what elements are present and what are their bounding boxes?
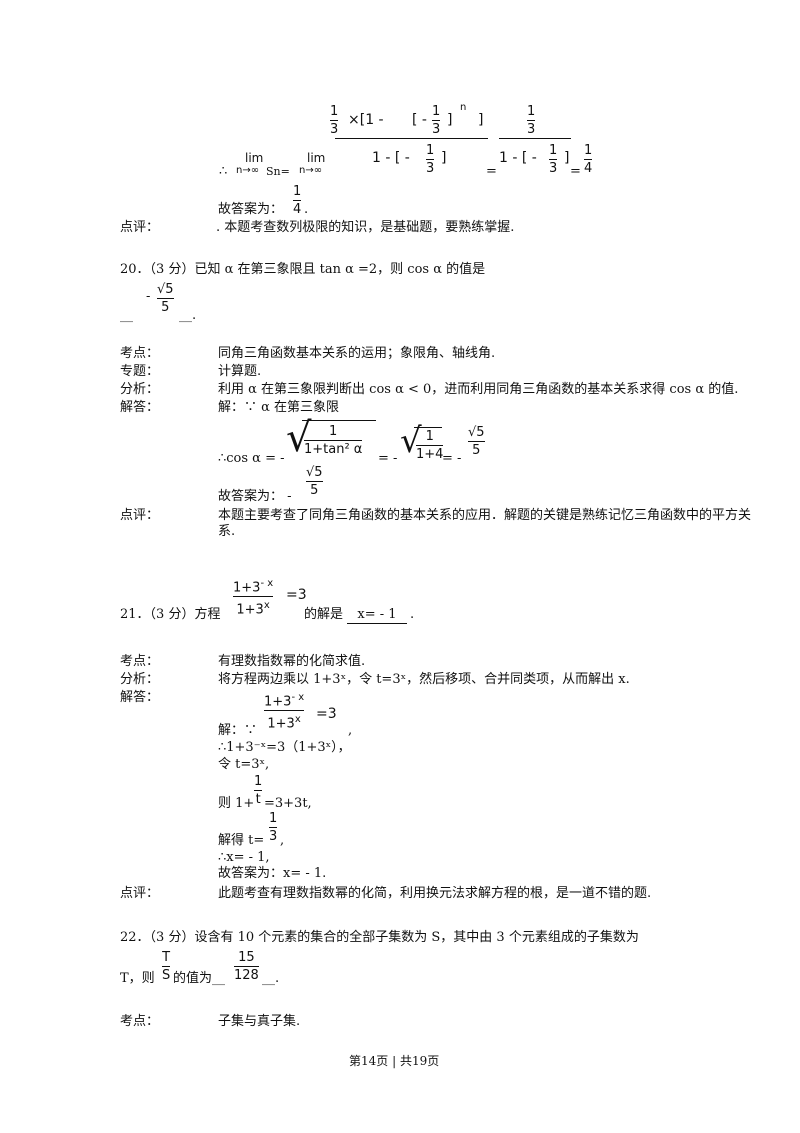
q20-comment-label: 点评： xyxy=(120,508,160,523)
q21-line6: ∴x= - 1, xyxy=(218,850,270,865)
q21-comment-label: 点评： xyxy=(120,886,160,901)
q21-equation-rhs: =3 xyxy=(286,587,307,603)
q20-eq-minus-2: = - xyxy=(442,451,462,466)
q22-line2-prefix: T，则 xyxy=(120,971,155,986)
q20-result-fraction: √5 5 xyxy=(468,425,485,458)
q21-solution-comma: , xyxy=(348,723,353,738)
row-text: 同角三角函数基本关系的运用；象限角、轴线角. xyxy=(218,346,496,361)
q21-stem-end: . xyxy=(410,607,415,622)
q20-answer-final-fraction: √5 5 xyxy=(306,465,323,498)
q20-comment-line1: 本题主要考查了同角三角函数的基本关系的应用．解题的关键是熟练记忆三角函数中的平方… xyxy=(218,508,752,523)
q21-stem-mid: 的解是 xyxy=(304,607,344,622)
q19-lim-1: lim xyxy=(245,151,264,165)
row-label: 解答： xyxy=(120,690,160,705)
q22-kaodian-label: 考点： xyxy=(120,1014,160,1029)
row-label: 考点： xyxy=(120,654,160,669)
q20-stem: 20．（3 分）已知 α 在第三象限且 tan α =2，则 cos α 的值是 xyxy=(120,262,486,277)
row-label: 分析： xyxy=(120,672,160,687)
q19-therefore: ∴ xyxy=(219,164,228,179)
q19-inner-bracket-open: [ - xyxy=(412,112,427,128)
q19-comment-text: . 本题考查数列极限的知识，是基础题，要熟练掌握. xyxy=(216,220,515,235)
q20-sqrt-overline-2 xyxy=(414,427,442,428)
row-text: 利用 α 在第三象限判断出 cos α < 0，进而利用同角三角函数的基本关系求… xyxy=(218,382,739,397)
q20-blank-right: __. xyxy=(179,308,197,323)
q19-equals-1: = xyxy=(486,164,497,179)
q19-answer-dot: . xyxy=(304,202,309,217)
q19-big-numerator-fraction: 1 3 xyxy=(330,104,339,137)
q20-sqrt-overline-1 xyxy=(302,420,376,421)
q20-eq-minus-1: = - xyxy=(378,451,398,466)
q20-answer-minus: - xyxy=(146,289,151,304)
q22-line2-end: __. xyxy=(262,971,280,986)
q19-sn-eq: Sn= xyxy=(266,165,290,178)
q19-answer-prefix: 故答案为： xyxy=(218,202,284,217)
q21-equation-fraction: 1+3- x 1+3x xyxy=(233,578,274,618)
q22-ts-fraction: T S xyxy=(162,950,171,983)
q21-line2: ∴1+3⁻ˣ=3（1+3ˣ）， xyxy=(218,740,351,755)
row-text: 解：∵ α 在第三象限 xyxy=(218,400,340,415)
q20-sqrt-fraction-2: 1 1+4 xyxy=(416,429,444,462)
q19-equals-2: = xyxy=(570,164,581,179)
q20-blank-left: __ xyxy=(120,308,133,323)
row-text: 有理数指数幂的化简求值. xyxy=(218,654,366,669)
q19-comment-label: 点评： xyxy=(120,220,160,235)
q19-lim-2-sub: n→∞ xyxy=(299,165,323,176)
row-label: 专题： xyxy=(120,364,160,379)
q21-solution-rhs: =3 xyxy=(316,706,337,722)
q19-result-fraction: 1 4 xyxy=(584,143,593,176)
q20-comment-line2: 系. xyxy=(218,524,236,539)
q19-inner-bracket-close: ] xyxy=(447,112,453,128)
q21-solution-fraction: 1+3- x 1+3x xyxy=(264,692,305,732)
q19-ratio-den-left: 1 - [ - xyxy=(499,150,537,166)
q22-kaodian-text: 子集与真子集. xyxy=(218,1014,301,1029)
q19-lim-1-sub: n→∞ xyxy=(236,165,260,176)
row-label: 分析： xyxy=(120,382,160,397)
q22-stem: 22．（3 分）设含有 10 个元素的集合的全部子集数为 S，其中由 3 个元素… xyxy=(120,930,639,945)
q21-sol-prefix: 解：∵ xyxy=(218,723,258,738)
q22-line2-mid: 的值为__ xyxy=(173,971,226,986)
q21-line4-prefix: 则 1+ xyxy=(218,796,255,811)
q21-line4-rest: =3+3t, xyxy=(264,796,312,811)
q20-answer-fraction: √5 5 xyxy=(157,282,174,315)
q19-ratio-bar xyxy=(499,138,571,139)
q19-denominator-fraction: 1 3 xyxy=(426,143,435,176)
q19-times-bracket: ×[1 - xyxy=(348,112,384,128)
q19-ratio-numerator: 1 3 xyxy=(527,104,536,137)
q20-sqrt-sign-2: √ xyxy=(400,421,422,461)
q19-answer-fraction: 1 4 xyxy=(293,184,302,217)
q19-denominator-close: ] xyxy=(441,150,447,166)
q21-line4-fraction: 1 t xyxy=(254,774,263,807)
q20-cos-left: ∴cos α = - xyxy=(218,451,285,466)
row-text: 计算题. xyxy=(218,364,262,379)
q21-line5-end: , xyxy=(280,833,285,848)
page-footer: 第14页 | 共19页 xyxy=(349,1054,440,1068)
q20-answer-prefix: 故答案为： - xyxy=(218,489,292,504)
q19-main-fraction-bar xyxy=(335,138,488,139)
q20-sqrt-fraction-1: 1 1+tan² α xyxy=(304,424,363,457)
q20-sqrt-sign-1: √ xyxy=(286,415,312,461)
q19-ratio-den-close: ] xyxy=(564,150,570,166)
row-label: 解答： xyxy=(120,400,160,415)
q21-answer: x= - 1 xyxy=(347,607,407,624)
q21-stem-prefix: 21．（3 分）方程 xyxy=(120,607,221,622)
q19-close-bracket: ] xyxy=(478,112,484,128)
q21-line7: 故答案为：x= - 1. xyxy=(218,866,327,881)
q21-comment-text: 此题考查有理数指数幂的化简，利用换元法求解方程的根，是一道不错的题. xyxy=(218,886,652,901)
q21-line5-fraction: 1 3 xyxy=(269,811,278,844)
row-label: 考点： xyxy=(120,346,160,361)
q19-lim-2: lim xyxy=(307,151,326,165)
row-text: 将方程两边乘以 1+3ˣ，令 t=3ˣ，然后移项、合并同类项，从而解出 x. xyxy=(218,672,630,687)
q19-exponent-n: n xyxy=(460,102,467,113)
q21-line3: 令 t=3ˣ, xyxy=(218,757,270,772)
q19-ratio-den-fraction: 1 3 xyxy=(549,143,558,176)
q19-inner-fraction: 1 3 xyxy=(432,104,441,137)
q21-line5-prefix: 解得 t= xyxy=(218,833,265,848)
q19-denominator-left: 1 - [ - xyxy=(372,150,410,166)
q22-answer-fraction: 15 128 xyxy=(234,950,259,983)
